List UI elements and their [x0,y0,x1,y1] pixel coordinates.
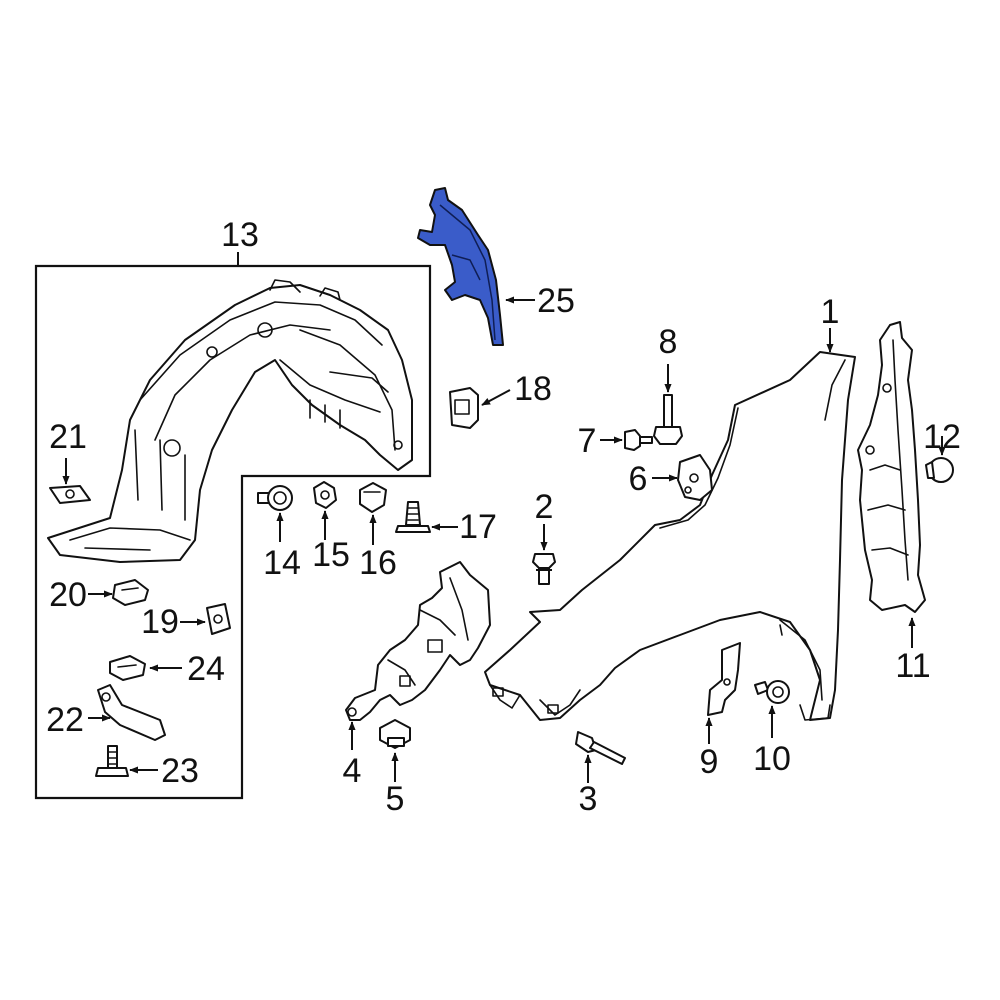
callout-3: 3 [579,780,598,818]
fender-seal[interactable] [857,321,926,613]
callout-5: 5 [386,780,405,818]
callout-25: 25 [537,282,575,320]
callout-8: 8 [659,323,678,361]
callout-7: 7 [578,422,597,460]
bracket-6[interactable] [677,454,713,501]
callout-23: 23 [161,752,199,790]
callout-1: 1 [821,293,840,331]
bolt-7[interactable] [624,429,653,451]
bolt-8[interactable] [653,394,683,445]
mounting-bracket[interactable] [345,561,491,721]
callout-17: 17 [459,508,497,546]
bolt-10[interactable] [754,680,790,704]
splash-shield-highlighted[interactable] [417,187,504,346]
callout-18: 18 [514,370,552,408]
small-bracket[interactable] [707,642,741,716]
callout-21: 21 [49,418,87,456]
callout-24: 24 [187,650,225,688]
callout-2: 2 [535,488,554,526]
leader-18 [481,389,511,406]
callout-labels: 1 2 3 4 5 6 7 8 9 10 11 12 13 14 15 16 1… [46,216,961,818]
clip-18[interactable] [449,387,479,429]
clip-15[interactable] [313,481,337,509]
screw-17[interactable] [395,501,431,533]
callout-19: 19 [141,603,179,641]
clip-24[interactable] [109,655,146,681]
callout-6: 6 [629,460,648,498]
callout-4: 4 [343,752,362,790]
bolt-2[interactable] [532,553,556,585]
callout-13: 13 [221,216,259,254]
bolt-5[interactable] [379,719,411,749]
clip-19[interactable] [206,603,231,635]
bracket-22[interactable] [97,684,166,741]
push-pin-14[interactable] [257,485,293,511]
leaders [62,296,946,783]
callout-14: 14 [263,544,301,582]
callout-10: 10 [753,740,791,778]
callout-22: 22 [46,701,84,739]
bolt-3[interactable] [575,731,626,765]
callout-15: 15 [312,536,350,574]
clip-16[interactable] [359,482,387,513]
clip-12[interactable] [925,457,954,483]
callout-11: 11 [895,647,930,685]
screw-23[interactable] [95,745,129,777]
callout-9: 9 [700,743,719,781]
clip-20[interactable] [112,579,149,606]
group-13-frame [34,264,432,800]
callout-16: 16 [359,544,397,582]
callout-20: 20 [49,576,87,614]
callout-12: 12 [923,418,961,456]
fender-liner[interactable] [47,279,413,563]
nut-21[interactable] [49,485,91,504]
